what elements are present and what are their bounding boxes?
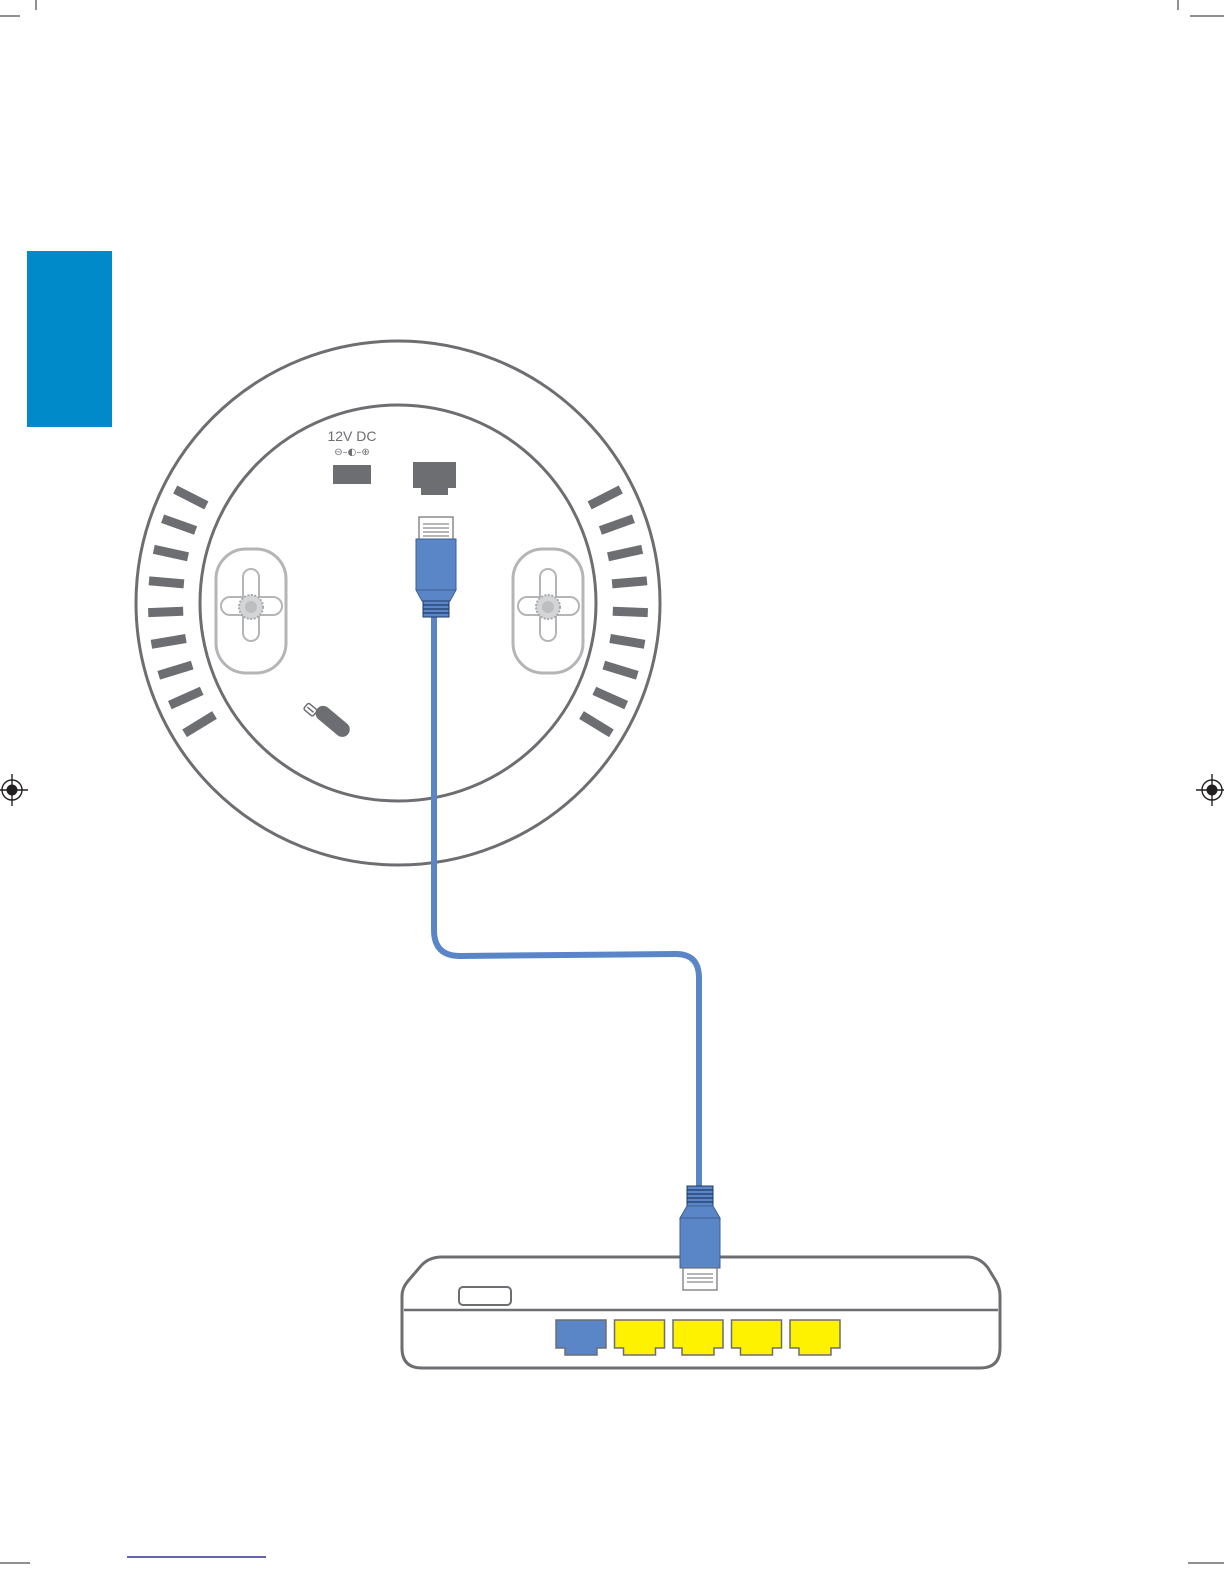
vent-slot bbox=[149, 581, 184, 584]
registration-mark-left bbox=[0, 774, 28, 806]
vent-slot bbox=[613, 611, 648, 612]
cable-connector-bottom bbox=[680, 1186, 720, 1290]
access-point: 12V DC ⊖–◐–⊕ bbox=[136, 341, 660, 865]
polarity-label: ⊖–◐–⊕ bbox=[334, 447, 369, 458]
vent-slot bbox=[610, 639, 645, 645]
registration-mark-right bbox=[1196, 774, 1224, 806]
vent-slot bbox=[148, 611, 183, 612]
dc-power-port-icon bbox=[333, 465, 371, 484]
power-label: 12V DC bbox=[327, 428, 376, 444]
vent-slot bbox=[612, 581, 647, 584]
vent-slot bbox=[151, 639, 186, 645]
router-status-light bbox=[459, 1287, 511, 1305]
